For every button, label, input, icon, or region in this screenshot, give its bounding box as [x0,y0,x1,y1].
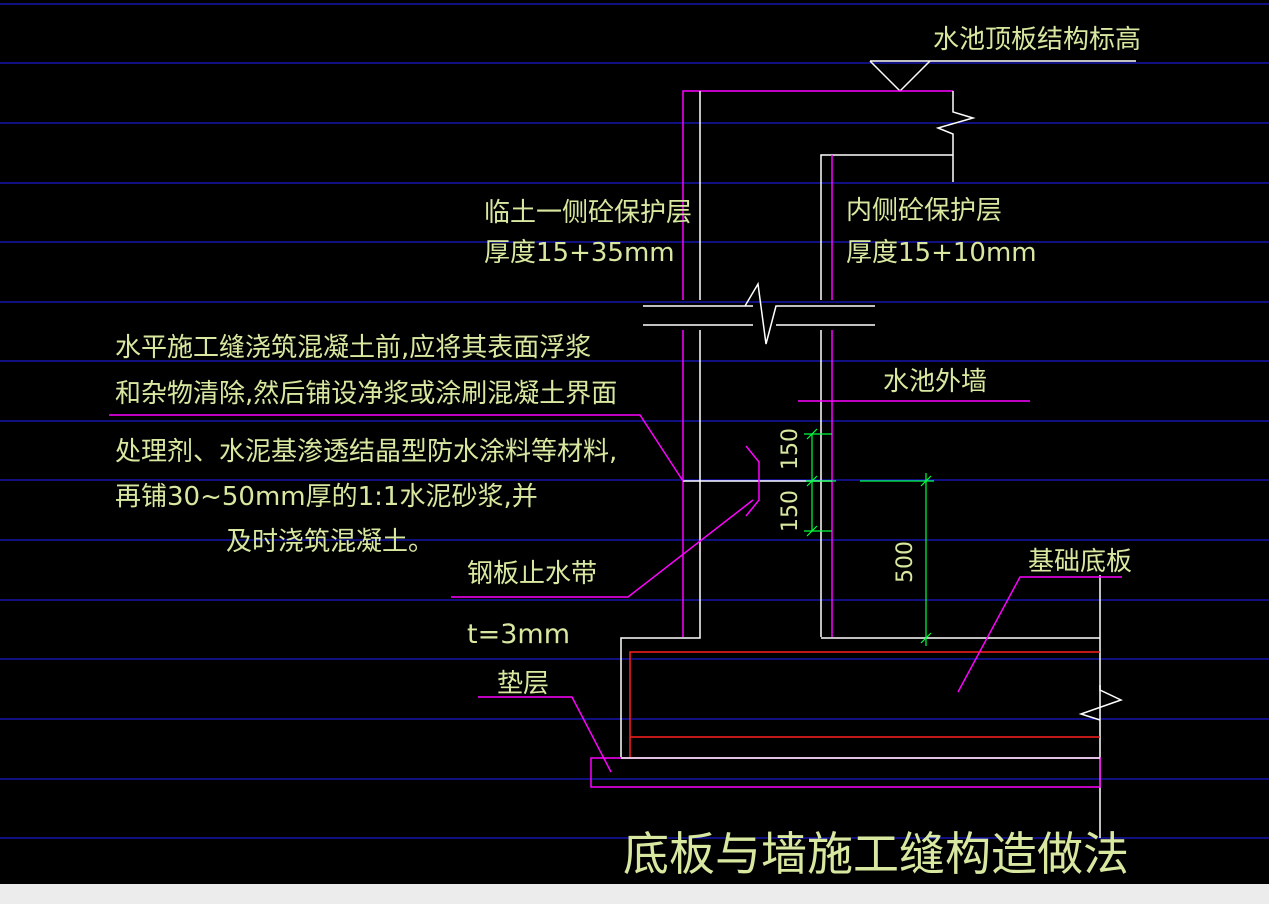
note-line: 再铺30~50mm厚的1:1水泥砂浆,并 [115,482,538,512]
status-strip [0,884,1269,904]
inner-cover-label-1: 内侧砼保护层 [846,196,1002,226]
waterstop-leader [451,499,754,598]
wall-outline [643,90,976,637]
outer-wall-label: 水池外墙 [883,367,987,397]
waterstop-plate [745,445,760,517]
drawing-title: 底板与墙施工缝构造做法 [623,827,1129,881]
detail-drawing: 水池顶板结构标高 [0,3,1269,881]
cushion-label: 垫层 [497,669,549,699]
thickness-label: t=3mm [467,619,570,650]
dim-upper-150: 150 [778,428,803,470]
dimension-lines [804,428,934,646]
foundation-leader [957,576,1122,693]
top-elevation-label: 水池顶板结构标高 [933,25,1141,55]
grid-lines [0,3,1269,839]
foundation-slab-label: 基础底板 [1028,547,1132,577]
note-line: 和杂物清除,然后铺设净浆或涂刷混凝土界面 [115,379,617,409]
outer-cover-label-2: 厚度15+35mm [484,238,675,268]
cad-canvas[interactable]: 水池顶板结构标高 [0,0,1269,884]
note-line: 水平施工缝浇筑混凝土前,应将其表面浮浆 [115,333,591,363]
waterstop-label: 钢板止水带 [467,559,597,589]
elevation-marker [869,60,1136,93]
base-slab [590,575,1123,838]
note-line: 处理剂、水泥基渗透结晶型防水涂料等材料, [115,437,617,467]
inner-cover-label-2: 厚度15+10mm [846,238,1037,268]
construction-note: 水平施工缝浇筑混凝土前,应将其表面浮浆 和杂物清除,然后铺设净浆或涂刷混凝土界面… [115,333,617,557]
cushion-leader [478,696,612,773]
note-line: 及时浇筑混凝土。 [226,527,434,557]
outer-cover-label-1: 临土一侧砼保护层 [484,198,692,228]
dim-lower-150: 150 [778,490,803,532]
dim-height-500: 500 [893,541,918,583]
note-leader [109,414,684,482]
